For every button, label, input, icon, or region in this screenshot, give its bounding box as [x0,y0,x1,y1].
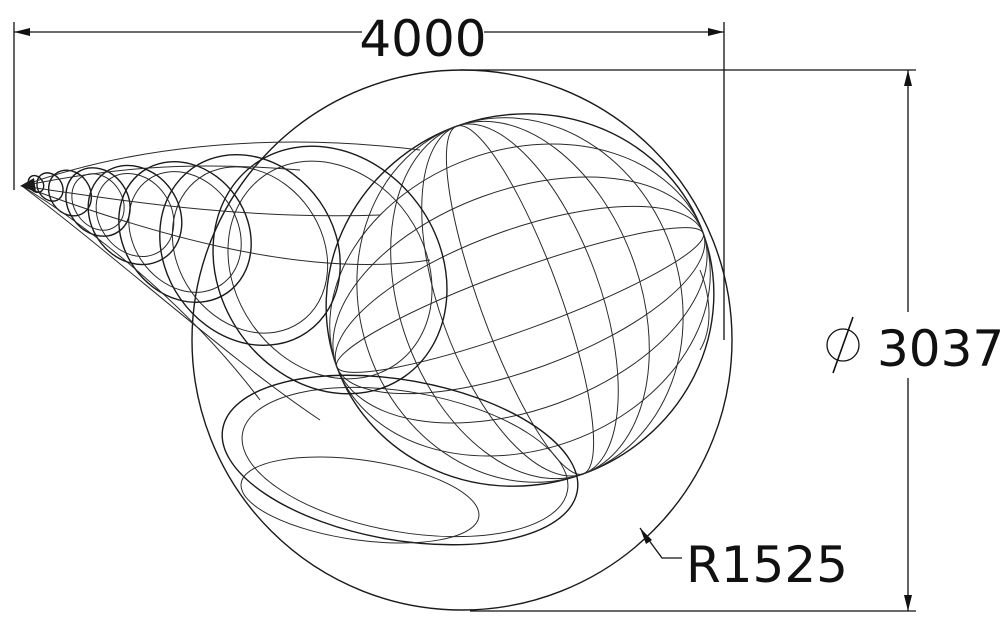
shell-lip-edge [699,269,710,351]
shell-spire-ribs [21,141,431,421]
radius-dimension: R1525 [639,527,848,594]
diameter-arrow-bottom [904,595,912,611]
diameter-dimension-value: 3037 [877,320,1004,378]
width-dimension-value: 4000 [359,10,486,68]
diameter-dimension: 3037 [460,69,1004,612]
diameter-symbol-icon [826,316,860,374]
diameter-arrow-top [904,70,912,86]
width-arrow-right [708,28,724,36]
width-arrow-left [14,28,30,36]
outer-sphere [191,69,733,611]
shell-apex [20,178,36,192]
radius-dimension-value: R1525 [686,536,848,594]
shell-body-frame [325,113,715,487]
shell-structure [20,69,733,611]
shell-spiral-whorls [27,145,448,395]
radius-arrow [640,528,652,544]
width-dimension: 4000 [13,10,725,340]
shell-aperture-rings [221,374,579,546]
